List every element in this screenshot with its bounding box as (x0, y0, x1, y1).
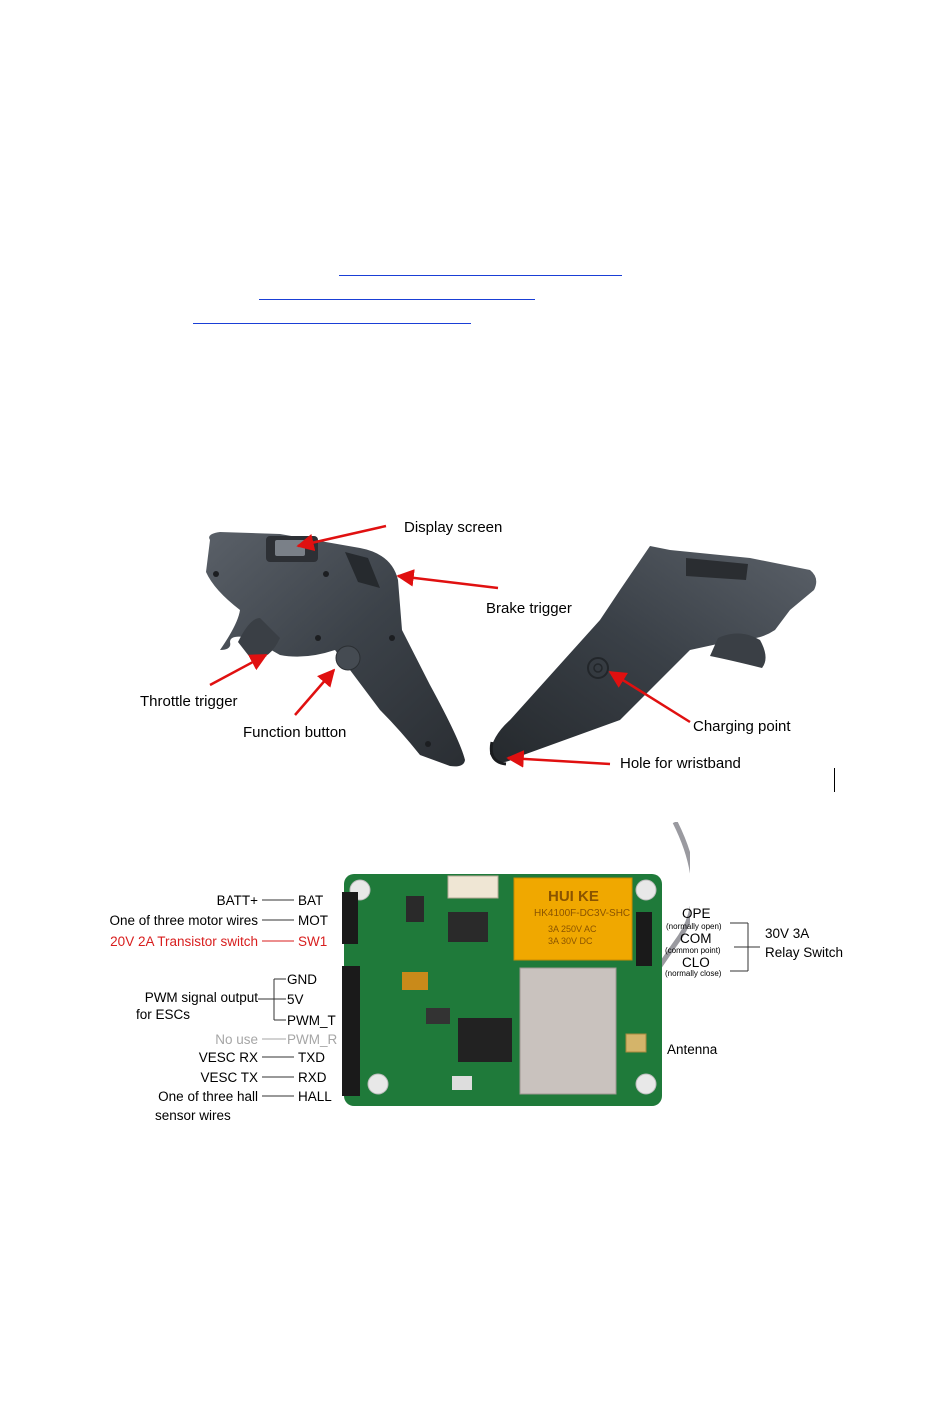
annotation-arrows (209, 524, 691, 768)
pin-sw1: SW1 (298, 934, 328, 949)
label-antenna: Antenna (667, 1042, 718, 1057)
pin-bat: BAT (298, 893, 324, 908)
label-brake-trigger: Brake trigger (486, 600, 572, 617)
pin-5v: 5V (287, 992, 304, 1007)
relay-note-ope: (normally open) (666, 922, 722, 931)
label-display-screen: Display screen (404, 519, 503, 536)
relay-pin-clo: CLO (682, 955, 710, 970)
left-remote (206, 532, 465, 767)
desc-batt: BATT+ (216, 893, 258, 908)
desc-vesc-rx: VESC RX (198, 1050, 258, 1065)
label-throttle-trigger: Throttle trigger (140, 693, 238, 710)
pin-leader-lines (258, 899, 760, 1097)
pin-mot: MOT (298, 913, 328, 928)
pin-pwm-r: PWM_R (287, 1032, 338, 1047)
relay-label-line2: Relay Switch (765, 945, 844, 960)
text-cursor (834, 768, 835, 792)
label-charging-point: Charging point (693, 718, 791, 735)
desc-pwm-line2: for ESCs (136, 1007, 191, 1022)
relay-label-line1: 30V 3A (765, 926, 810, 941)
pin-pwm-t: PWM_T (287, 1013, 336, 1028)
relay-rating-dc: 3A 30V DC (548, 936, 593, 946)
pin-txd: TXD (298, 1050, 325, 1065)
desc-no-use: No use (215, 1032, 258, 1047)
relay-note-clo: (normally close) (665, 969, 722, 978)
relay-brand: HUI KE (548, 888, 599, 905)
hyperlink-1[interactable] (339, 275, 622, 276)
relay-pin-com: COM (680, 931, 712, 946)
right-remote (489, 546, 817, 766)
relay-note-com: (common point) (665, 946, 721, 955)
desc-pwm-line1: PWM signal output (144, 990, 258, 1005)
pin-gnd: GND (287, 972, 317, 987)
label-wristband-hole: Hole for wristband (620, 755, 741, 772)
relay-rating-ac: 3A 250V AC (548, 924, 597, 934)
desc-mot: One of three motor wires (109, 913, 258, 928)
pin-hall: HALL (298, 1089, 332, 1104)
relay-pin-ope: OPE (682, 906, 711, 921)
pin-rxd: RXD (298, 1070, 327, 1085)
hyperlink-3[interactable] (193, 323, 471, 324)
desc-hall: One of three hall (158, 1089, 258, 1104)
desc-vesc-tx: VESC TX (200, 1070, 258, 1085)
desc-hall-line2: sensor wires (155, 1108, 231, 1123)
receiver-board-illustration (342, 822, 690, 1106)
label-function-button: Function button (243, 724, 347, 741)
hyperlink-2[interactable] (259, 299, 535, 300)
relay-model: HK4100F-DC3V-SHC (534, 908, 631, 919)
desc-sw1: 20V 2A Transistor switch (110, 934, 258, 949)
remote-controller-illustration (206, 524, 817, 768)
